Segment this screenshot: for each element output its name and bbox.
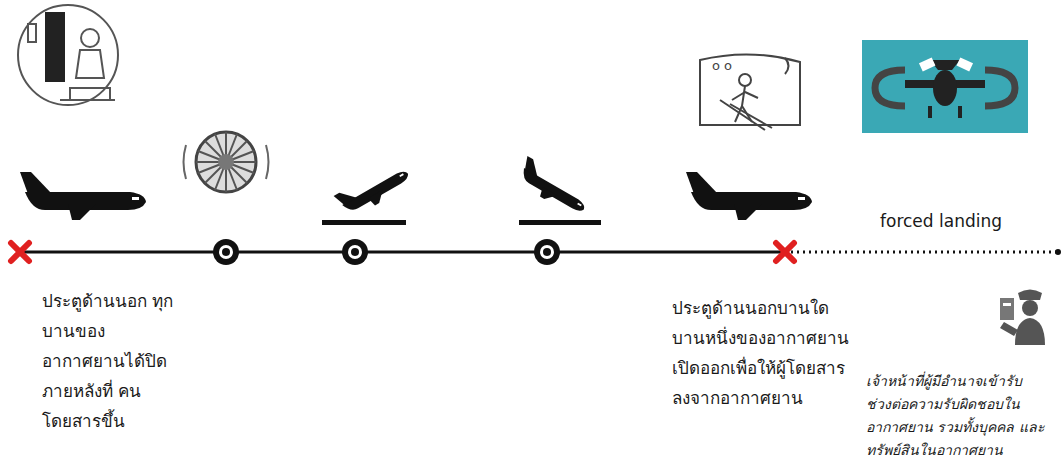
landing-plane (513, 156, 593, 219)
timeline-dot (213, 239, 239, 265)
landing-icon (513, 156, 601, 225)
cross-stroke (11, 243, 29, 261)
gear (928, 106, 932, 118)
hand-document (919, 57, 935, 71)
dot-inner (543, 248, 551, 256)
officer-cap (1018, 290, 1042, 301)
dot-ring (348, 245, 362, 259)
runway-bar (322, 220, 406, 225)
dot-outer (534, 239, 560, 265)
dot-ring (540, 245, 554, 259)
cross-stroke (776, 243, 794, 261)
person-head (81, 29, 99, 47)
milestone-note: ประตูด้านนอกบานใด บานหนึ่งของอากาศยาน เป… (672, 293, 867, 413)
officer-icon (1000, 290, 1045, 346)
dot-ring (219, 245, 233, 259)
teal-panel (862, 40, 1028, 133)
left-loop (875, 70, 905, 106)
fuselage-front (933, 70, 957, 106)
engine-hub (218, 154, 234, 170)
illustration-frame (18, 5, 118, 105)
window-sketch (28, 24, 36, 42)
milestone-note: ประตูด้านนอก ทุกบานของ อากาศยานได้ปิด ภา… (42, 286, 174, 436)
takeoff-icon (322, 158, 413, 225)
dot-outer (342, 239, 368, 265)
timeline-end (1055, 249, 1061, 255)
right-loop (985, 70, 1015, 106)
cross-stroke (11, 243, 29, 261)
boarding-illustration (18, 5, 118, 105)
plane-silhouette (20, 172, 146, 220)
cross-stroke (776, 243, 794, 261)
document-line (1003, 303, 1011, 306)
plane-silhouette (686, 172, 812, 220)
engine-rim (196, 132, 256, 192)
dot-inner (351, 248, 359, 256)
stairs-sketch (60, 88, 115, 100)
runway-bar (519, 220, 601, 225)
takeoff-plane (334, 158, 414, 221)
gear (958, 106, 962, 118)
window-arc (785, 58, 789, 74)
window-sketch: o o (712, 58, 732, 73)
engine-blades (196, 132, 256, 192)
officer-head (1022, 300, 1038, 316)
door-panel (45, 12, 65, 82)
phase-label: forced landing (880, 209, 1050, 233)
handover-icon (862, 40, 1028, 133)
vibration-marks (184, 145, 269, 179)
red-cross-marker (776, 243, 794, 261)
deplaning-illustration: o o (700, 54, 800, 130)
timeline-dot (342, 239, 368, 265)
engine-icon (184, 132, 269, 192)
dot-outer (213, 239, 239, 265)
document-card (1000, 298, 1014, 320)
officer-hand (1000, 322, 1018, 336)
stairs-sketch (720, 100, 772, 130)
hand-document (957, 57, 973, 71)
timeline-dotted (785, 251, 1056, 254)
person-head (739, 74, 751, 86)
officer-body (1015, 318, 1045, 345)
timeline-line (20, 251, 785, 254)
red-cross-marker (11, 243, 29, 261)
person-body (76, 50, 104, 78)
dot-inner (222, 248, 230, 256)
handover-note: เจ้าหน้าที่ผู้มีอำนาจเข้ารับ ช่วงต่อความ… (866, 370, 1046, 462)
timeline-dot (534, 239, 560, 265)
